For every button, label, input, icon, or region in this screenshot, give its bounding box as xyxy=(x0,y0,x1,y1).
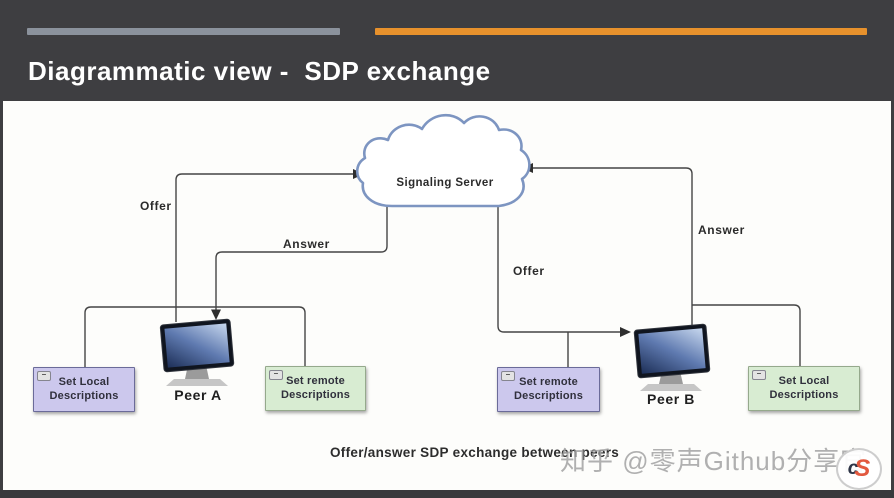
offer-b-label: Offer xyxy=(513,264,545,278)
set-remote-descriptions-box-peer-b: – Set remote Descriptions xyxy=(497,367,600,412)
box-label: Set Local Descriptions xyxy=(769,375,839,401)
minimize-icon: – xyxy=(269,370,283,380)
slide-content-panel xyxy=(3,101,891,490)
peer-b-label: Peer B xyxy=(647,391,695,407)
offer-a-label: Offer xyxy=(140,199,172,213)
logo-letter-dark: c xyxy=(847,458,859,479)
watermark-text: 知乎 @零声Github分享官 xyxy=(560,446,868,476)
minimize-icon: – xyxy=(37,371,51,381)
answer-a-label: Answer xyxy=(283,237,330,251)
diagram-caption: Offer/answer SDP exchange between peers xyxy=(330,445,620,460)
logo-letter-accent: S xyxy=(854,455,871,482)
minimize-icon: – xyxy=(501,371,515,381)
signaling-server-label: Signaling Server xyxy=(396,177,494,189)
set-local-descriptions-box-peer-a: – Set Local Descriptions xyxy=(33,367,135,412)
box-label: Set Local Descriptions xyxy=(49,376,119,402)
answer-b-label: Answer xyxy=(698,223,745,237)
set-local-descriptions-box-peer-b: – Set Local Descriptions xyxy=(748,366,860,411)
peer-a-label: Peer A xyxy=(174,387,222,403)
page-title: Diagrammatic view - SDP exchange xyxy=(28,56,491,86)
set-remote-descriptions-box-peer-a: – Set remote Descriptions xyxy=(265,366,366,411)
box-label: Set remote Descriptions xyxy=(280,375,351,401)
box-label: Set remote Descriptions xyxy=(513,376,584,402)
header-gray-bar xyxy=(27,28,340,35)
footer-bar xyxy=(0,490,894,498)
minimize-icon: – xyxy=(752,370,766,380)
header-orange-bar xyxy=(375,28,867,35)
watermark-logo-icon: c S xyxy=(836,448,882,490)
